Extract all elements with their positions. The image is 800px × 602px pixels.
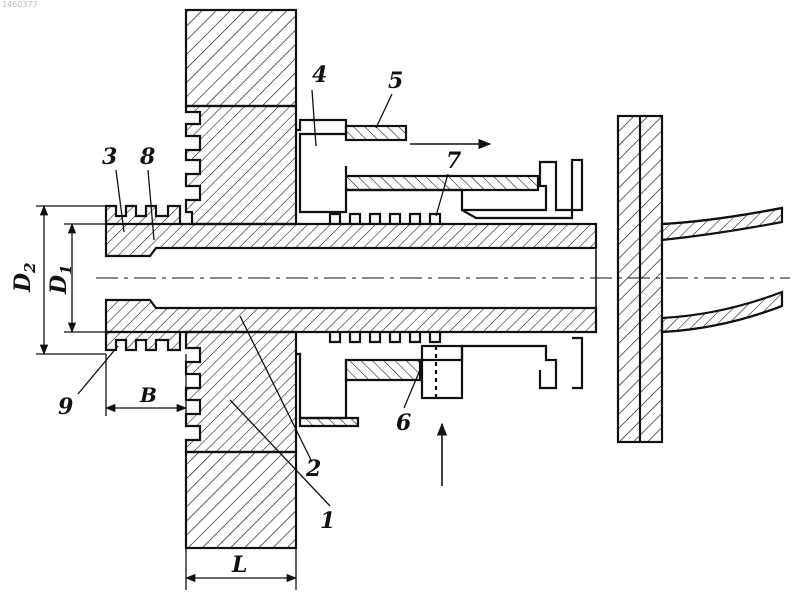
outlet-pipe — [346, 126, 406, 140]
housing-wall-lower — [186, 332, 296, 548]
seal-teeth-upper — [330, 214, 440, 224]
part-label-2: 2 — [305, 456, 321, 482]
inlet-pipe — [422, 346, 462, 398]
part-label-9: 9 — [58, 394, 73, 420]
part-label-4: 4 — [312, 62, 327, 88]
part-label-3: 3 — [102, 144, 117, 170]
dim-label-d1: D1 — [46, 264, 75, 295]
shaft-lower-wall — [106, 300, 596, 332]
shaft-upper-wall — [106, 224, 596, 256]
dim-label-d2: D2 — [10, 262, 39, 293]
part-label-6: 6 — [396, 410, 411, 436]
dim-label-b: B — [139, 383, 157, 407]
part-label-8: 8 — [139, 144, 155, 170]
part-label-5: 5 — [388, 68, 403, 94]
lower-chamber-casing — [296, 338, 582, 418]
upper-casing-wall — [346, 166, 538, 190]
labyrinth-teeth-upper — [106, 206, 180, 224]
dim-label-l: L — [231, 552, 247, 578]
output-pipe-wall-lower — [662, 292, 782, 332]
housing-wall-upper — [186, 10, 296, 224]
seal-teeth-lower — [330, 332, 440, 342]
part-label-1: 1 — [320, 508, 335, 534]
part-label-7: 7 — [446, 148, 462, 174]
output-pipe-wall — [662, 208, 782, 240]
